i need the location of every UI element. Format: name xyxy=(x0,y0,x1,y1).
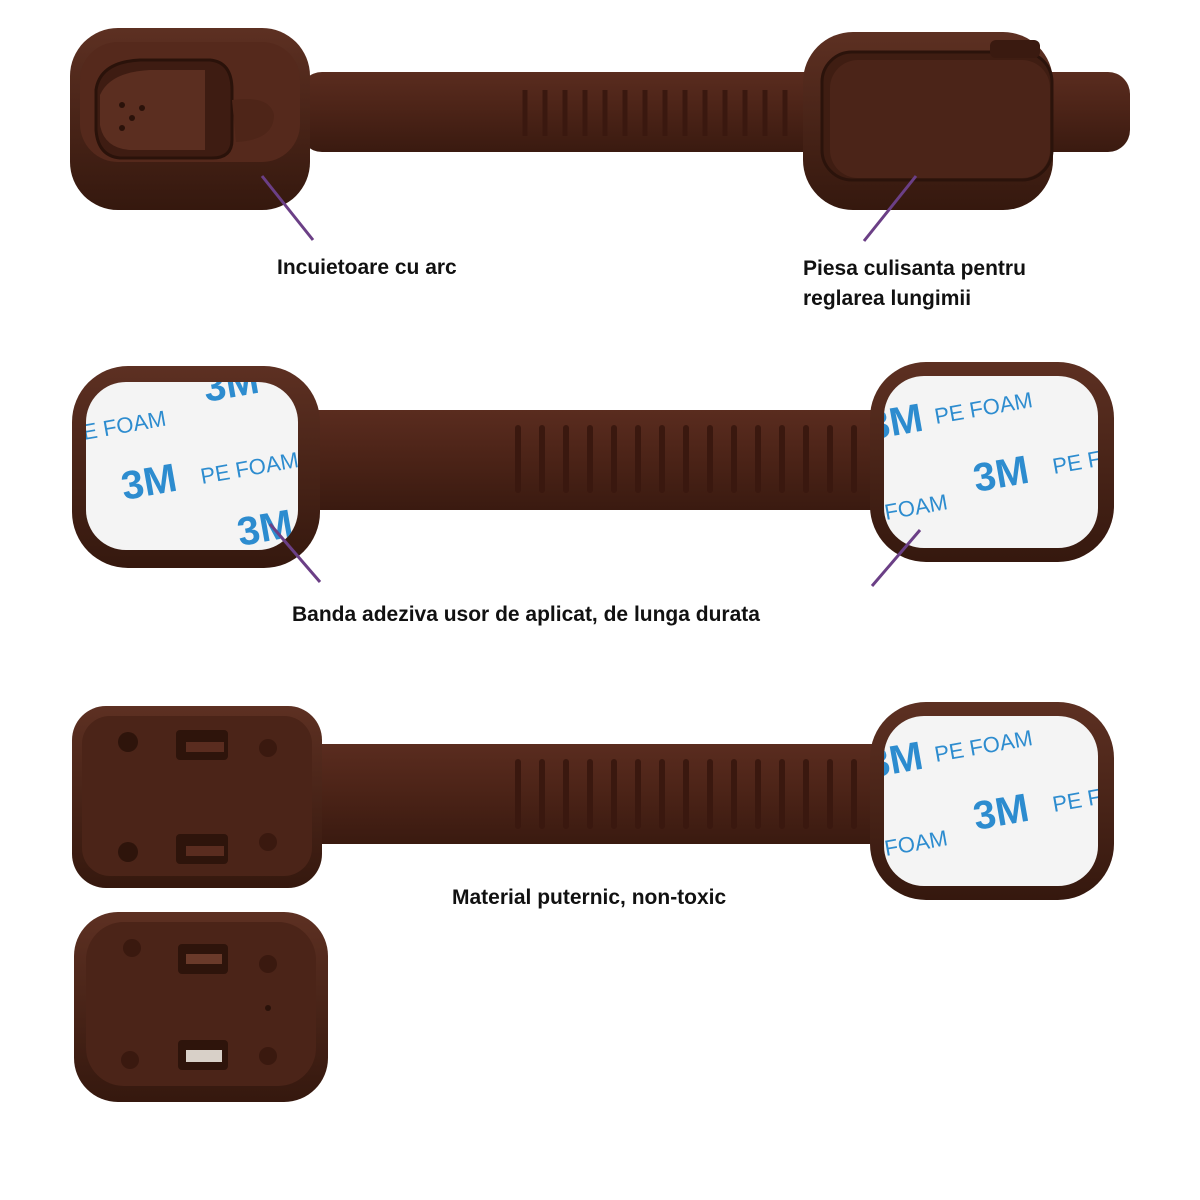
strap-base-side: 3M PE FOAM 3M PE F FOAM xyxy=(72,702,1114,900)
base-plate-single xyxy=(74,912,328,1102)
pad-brand-text: 3M xyxy=(118,456,180,509)
pointer-spring-lock xyxy=(260,175,315,241)
strap-ribs xyxy=(522,90,788,136)
label-slider-line1: Piesa culisanta pentru xyxy=(803,257,1026,280)
label-slider-line2: reglarea lungimii xyxy=(803,287,972,310)
pad-brand-text: 3M xyxy=(864,734,926,787)
adhesive-pad-right xyxy=(884,716,1098,886)
label-spring-lock: Incuietoare cu arc xyxy=(277,256,457,279)
pad-brand-text: 3M xyxy=(970,786,1032,839)
strap-lock-assembled xyxy=(70,28,1130,210)
label-material: Material puternic, non-toxic xyxy=(452,886,727,909)
label-slider: Piesa culisanta pentru reglarea lungimii xyxy=(803,254,1026,314)
strap-band xyxy=(300,410,900,510)
pointer-adhesive-left xyxy=(268,523,322,583)
strap-adhesive-side: 3M E FOAM 3M PE FOAM 3M 3M PE FOAM 3M PE… xyxy=(72,362,1114,568)
pointer-adhesive-right xyxy=(870,529,922,587)
adhesive-pad-right xyxy=(884,376,1098,548)
strap-ribs xyxy=(515,759,857,829)
strap-band xyxy=(300,744,900,844)
pad-brand-text: 3M xyxy=(864,396,926,449)
pointer-slider xyxy=(862,175,918,242)
strap-ribs xyxy=(515,425,857,493)
label-adhesive: Banda adeziva usor de aplicat, de lunga … xyxy=(292,603,760,626)
pad-brand-text: 3M xyxy=(970,448,1032,501)
adhesive-pad-left xyxy=(86,382,298,550)
